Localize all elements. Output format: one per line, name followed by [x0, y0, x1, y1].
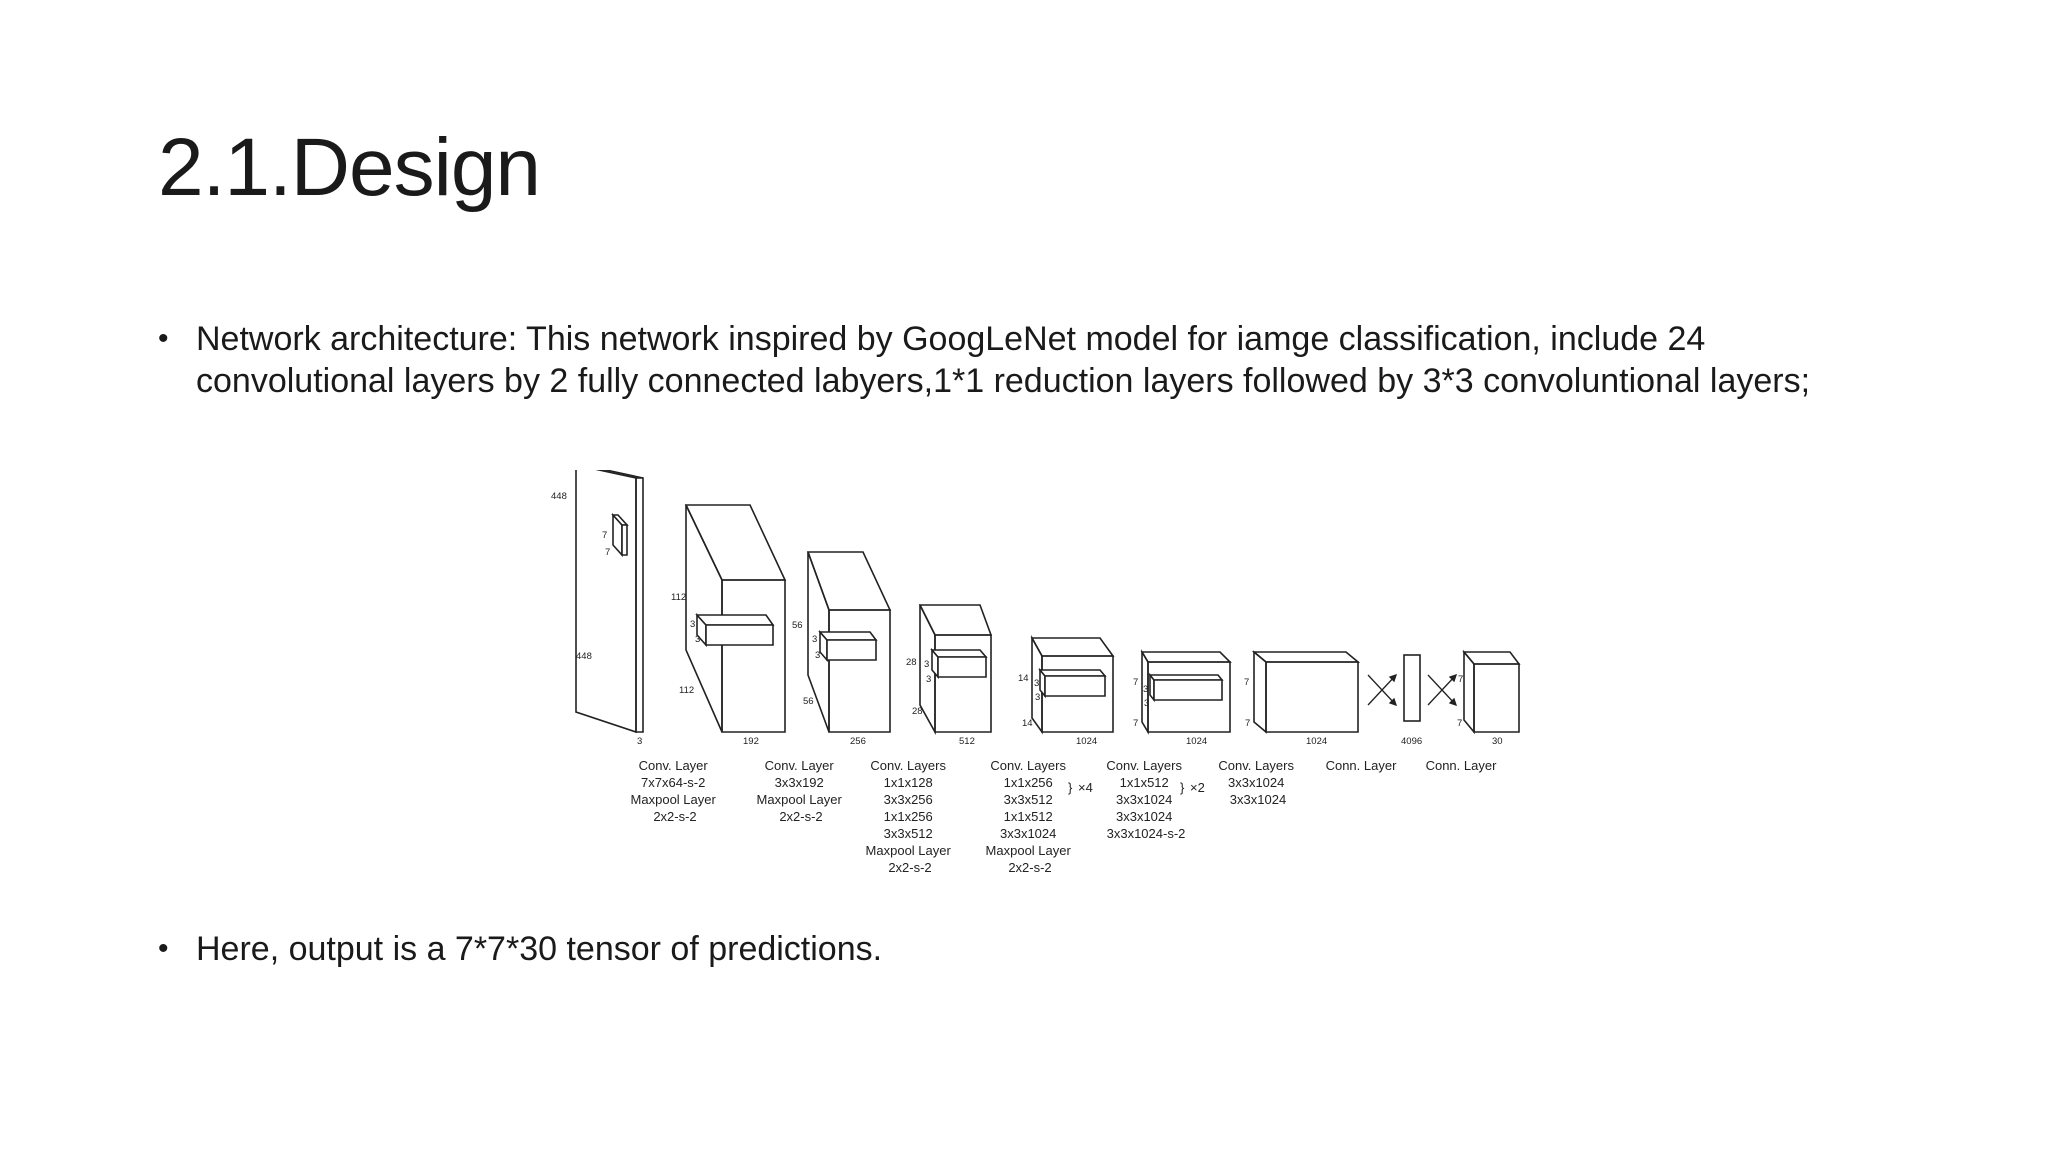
fc-connection-arrows-1 [1367, 673, 1398, 707]
dim-label: 7 [605, 547, 610, 558]
dim-label: 3 [924, 659, 929, 670]
dim-label: 512 [959, 736, 975, 747]
dim-label: 28 [912, 706, 923, 717]
input-block [575, 470, 644, 734]
repeat-label: ×2 [1190, 780, 1205, 795]
dim-label: 7 [1457, 718, 1462, 729]
layer-caption-1: Conv. Layer 7x7x64-s-2 Maxpool Layer 2x2… [631, 758, 720, 824]
dim-label: 1024 [1076, 736, 1097, 747]
bullet-line: convolutional layers by 2 fully connecte… [196, 362, 1811, 400]
dim-label: 56 [803, 696, 814, 707]
caption-group: Conv. Layer 7x7x64-s-2 Maxpool Layer 2x2… [631, 758, 1498, 875]
dim-label: 28 [906, 657, 917, 668]
slide-title: 2.1.Design [158, 122, 541, 213]
brace-icon: } [1180, 780, 1185, 795]
layer-caption-4: Conv. Layers 1x1x256 3x3x512 1x1x512 3x3… [986, 758, 1075, 875]
dim-label: 7 [1133, 718, 1138, 729]
dim-label: 112 [671, 592, 686, 603]
dim-label: 256 [850, 736, 866, 747]
dim-label: 448 [576, 651, 592, 662]
dim-label: 30 [1492, 736, 1503, 747]
fc-connection-arrows-2 [1427, 673, 1458, 707]
dim-label: 3 [695, 634, 700, 645]
output-block [1462, 649, 1521, 735]
dim-label: 448 [551, 491, 567, 502]
layer-caption-3: Conv. Layers 1x1x128 3x3x256 1x1x256 3x3… [866, 758, 955, 875]
bullet-dot-icon: • [158, 932, 169, 965]
repeat-label: ×4 [1078, 780, 1093, 795]
dim-label: 3 [812, 634, 817, 645]
dim-label: 14 [1018, 673, 1029, 684]
layer-caption-8: Conn. Layer [1426, 758, 1497, 773]
conv-block-4 [1030, 634, 1115, 735]
dim-label: 7 [1133, 677, 1138, 688]
fc-layer-4096 [1403, 654, 1421, 722]
brace-icon: } [1068, 780, 1073, 795]
bullet-network-architecture: • Network architecture: This network ins… [158, 318, 1958, 408]
dim-label: 7 [1244, 677, 1249, 688]
dim-label: 3 [1034, 678, 1039, 689]
conv-block-2 [806, 551, 892, 733]
dim-label: 3 [1035, 692, 1040, 703]
dim-label: 4096 [1401, 736, 1422, 747]
dim-label: 192 [743, 736, 759, 747]
dim-label: 7 [1245, 718, 1250, 729]
layer-caption-2: Conv. Layer 3x3x192 Maxpool Layer 2x2-s-… [757, 758, 846, 824]
bullet-dot-icon: • [158, 322, 169, 355]
bullet-line: Here, output is a 7*7*30 tensor of predi… [196, 930, 883, 968]
layer-caption-5: Conv. Layers 1x1x512 3x3x1024 3x3x1024 3… [1106, 758, 1185, 841]
conv-block-3 [918, 604, 993, 736]
dim-label: 7 [1458, 674, 1463, 685]
dim-label: 7 [602, 530, 607, 541]
layer-caption-7: Conn. Layer [1326, 758, 1397, 773]
conv-block-5 [1140, 649, 1232, 735]
dim-label: 3 [690, 619, 695, 630]
dim-label: 3 [926, 674, 931, 685]
dim-label: 1024 [1186, 736, 1207, 747]
layer-caption-6: Conv. Layers 3x3x1024 3x3x1024 [1218, 758, 1297, 807]
dim-label: 3 [1143, 684, 1148, 695]
dim-label: 112 [679, 685, 694, 696]
conv-block-6 [1251, 650, 1361, 734]
network-architecture-diagram: 448 448 7 7 3 112 112 3 3 192 [540, 470, 1540, 880]
bullet-line: Network architecture: This network inspi… [196, 320, 1706, 358]
dim-label: 14 [1022, 718, 1033, 729]
dim-label: 3 [1144, 698, 1149, 709]
bullet-output: • Here, output is a 7*7*30 tensor of pre… [158, 928, 1358, 974]
dim-label: 3 [637, 736, 642, 747]
conv-block-1 [684, 504, 787, 733]
dim-label: 56 [792, 620, 803, 631]
dim-label: 1024 [1306, 736, 1327, 747]
dim-label: 3 [815, 650, 820, 661]
